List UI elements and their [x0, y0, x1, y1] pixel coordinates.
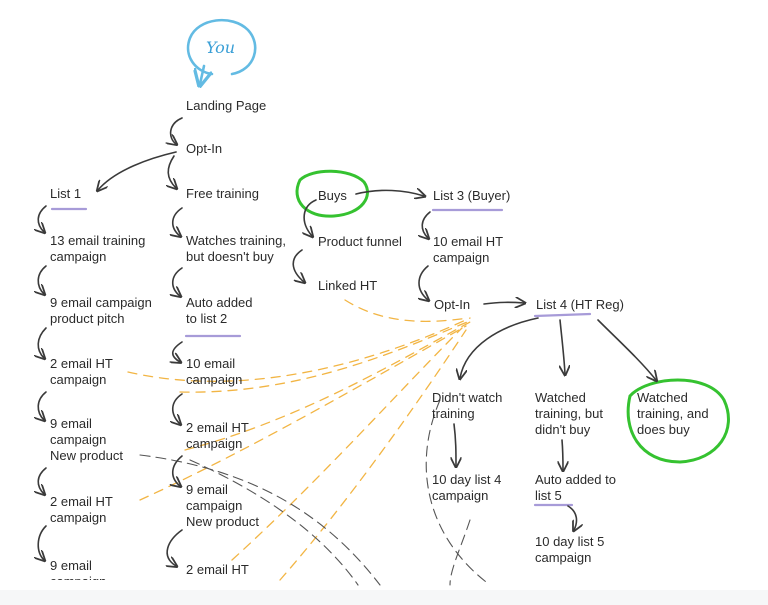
sketch-canvas: You Landing Page Opt-In List 1 13 email … [0, 18, 730, 586]
buys-highlight [295, 169, 369, 218]
node-line: campaign [50, 432, 107, 447]
list-4-node: List 4 (HT Reg) [536, 297, 624, 312]
day10-list4-node: 10 day list 4 campaign [432, 472, 501, 504]
node-line: New product [186, 514, 259, 529]
watched-buy-node: Watched training, and does buy [637, 390, 709, 438]
buys-node: Buys [318, 188, 347, 203]
dashed-gold-connectors [127, 299, 473, 581]
you-label: You [206, 38, 236, 57]
linked-ht-node: Linked HT [318, 278, 378, 293]
connector-layer [0, 18, 730, 586]
node-line: 9 email [50, 416, 92, 431]
node-line: Didn't watch [432, 390, 503, 405]
node-line: 10 email HT [433, 234, 504, 249]
node-line: campaign [50, 372, 107, 387]
node-line: campaign [432, 488, 489, 503]
node-line: list 5 [535, 488, 562, 503]
node-line: to list 2 [186, 311, 228, 326]
list-3-node: List 3 (Buyer) [433, 188, 511, 203]
node-line: does buy [637, 422, 690, 437]
day10-list5-node: 10 day list 5 campaign [535, 534, 604, 566]
watched-no-buy-node: Watched training, but didn't buy [535, 390, 603, 438]
node-line: 9 email [50, 558, 92, 573]
node-line: didn't buy [535, 422, 591, 437]
node-line: 13 email training [50, 233, 146, 248]
node-line: New product [50, 448, 123, 463]
node-line: campaign [433, 250, 490, 265]
list-1-node: List 1 [50, 186, 82, 201]
flow-arrows [38, 117, 656, 566]
free-training-node: Free training [186, 186, 259, 201]
mid-ht-bottom-node: 2 email HT [186, 562, 249, 577]
node-line: campaign [535, 550, 592, 565]
purple-underlines [50, 207, 592, 507]
auto-added-list5-node: Auto added to list 5 [535, 472, 616, 504]
node-line: training [432, 406, 475, 421]
watches-training-node: Watches training, but doesn't buy [186, 233, 286, 265]
dashed-grey-connectors [139, 399, 491, 586]
product-funnel-node: Product funnel [318, 234, 402, 249]
node-line: 2 email HT [50, 356, 113, 371]
node-line: campaign [186, 372, 243, 387]
node-line: Watches training, [186, 233, 286, 248]
watched-buy-highlight [626, 378, 730, 464]
node-line: campaign [50, 510, 107, 525]
mid-newproduct-node: 9 email campaign New product [186, 482, 259, 530]
node-line: Watched [637, 390, 688, 405]
node-line: product pitch [50, 311, 125, 326]
list1-pitch-node: 9 email campaign product pitch [50, 295, 152, 327]
list1-newproduct-node: 9 email campaign New product [50, 416, 123, 464]
node-line: campaign [50, 249, 107, 264]
node-line: 10 day list 5 [535, 534, 605, 549]
node-line: 10 day list 4 [432, 472, 502, 487]
node-line: 9 email campaign [50, 295, 152, 310]
node-line: campaign [50, 574, 106, 580]
landing-page-node: Landing Page [186, 98, 267, 113]
node-line: 2 email HT [50, 494, 113, 509]
node-line: 9 email [186, 482, 228, 497]
node-line: but doesn't buy [186, 249, 274, 264]
node-line: Auto added to [535, 472, 616, 487]
node-line: Auto added [186, 295, 253, 310]
list1-ht-node: 2 email HT campaign [50, 356, 113, 388]
node-line: Watched [535, 390, 586, 405]
node-line: 2 email HT [186, 420, 249, 435]
email-10-node: 10 email campaign [186, 356, 242, 388]
node-line: training, and [637, 406, 709, 421]
you-bubble [186, 18, 257, 84]
node-line: 10 email [186, 356, 236, 371]
node-line: campaign [186, 498, 243, 513]
auto-added-list2-node: Auto added to list 2 [186, 295, 253, 327]
list1-training-node: 13 email training campaign [50, 233, 145, 265]
node-line: campaign [186, 436, 243, 451]
opt-in-2-node: Opt-In [434, 297, 471, 312]
node-line: training, but [535, 406, 603, 421]
opt-in-node: Opt-In [186, 141, 223, 156]
list1-bottom-node: 9 email campaign [50, 558, 106, 580]
ht-10-email-node: 10 email HT campaign [433, 234, 503, 266]
list1-ht2-node: 2 email HT campaign [50, 494, 113, 526]
mid-ht2-node: 2 email HT campaign [186, 420, 249, 452]
didnt-watch-node: Didn't watch training [432, 390, 502, 422]
